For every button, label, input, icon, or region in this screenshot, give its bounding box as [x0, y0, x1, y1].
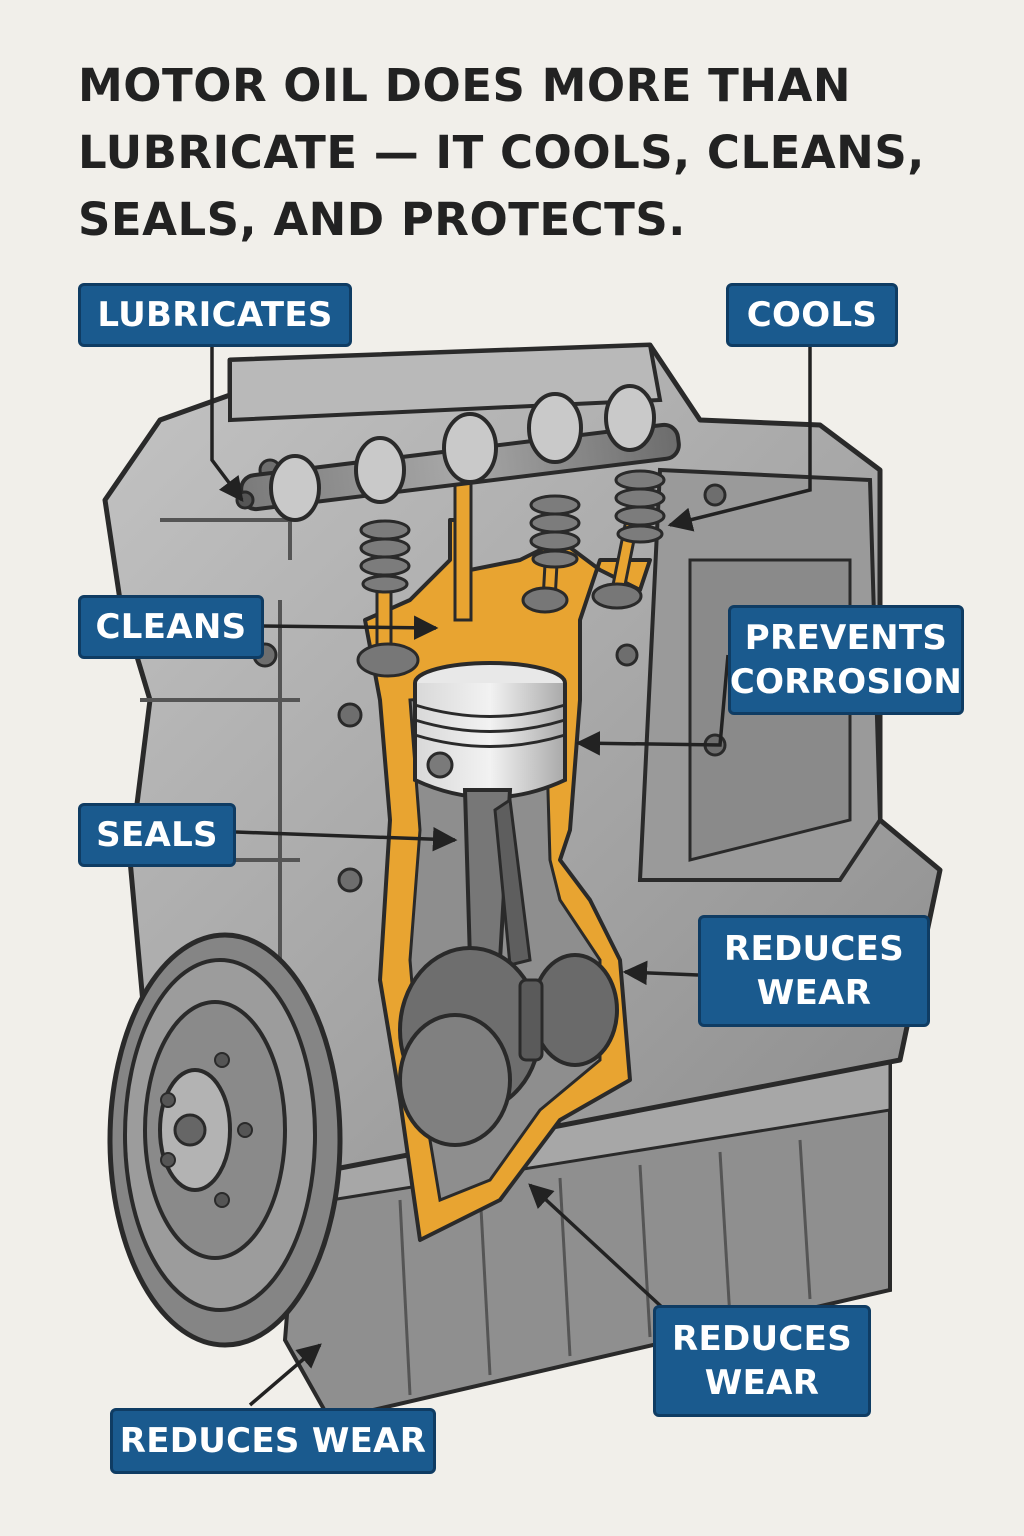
connecting-rod: [462, 788, 532, 967]
label-cools-text: COOLS: [746, 295, 878, 335]
label-seals: SEALS: [78, 803, 236, 867]
label-prevents-corrosion-line2: CORROSION: [729, 662, 963, 702]
leader-lubricates: [210, 345, 244, 502]
label-lubricates-text: LUBRICATES: [97, 295, 333, 335]
crank-pulley: [107, 932, 343, 1348]
label-reduces-wear-right-line1: REDUCES: [723, 929, 904, 969]
leader-prevents-corrosion: [575, 654, 730, 756]
label-prevents-corrosion: PREVENTS CORROSION: [728, 605, 964, 715]
valve-springs: [359, 469, 666, 594]
label-reduces-wear-left-text: REDUCES WEAR: [119, 1421, 427, 1461]
label-cleans-text: CLEANS: [95, 607, 247, 647]
leader-seals: [235, 826, 458, 852]
leader-cools: [667, 345, 812, 532]
label-lubricates: LUBRICATES: [78, 283, 352, 347]
leader-cleans: [261, 615, 439, 640]
page-title: MOTOR OIL DOES MORE THAN LUBRICATE — IT …: [78, 52, 958, 253]
leader-reduces-wear-left: [248, 1343, 322, 1407]
label-reduces-wear-right: REDUCES WEAR: [698, 915, 930, 1027]
leader-lines: [210, 345, 812, 1407]
piston: [413, 661, 567, 800]
label-reduces-wear-bottom-line2: WEAR: [704, 1363, 820, 1403]
camshaft: [235, 384, 681, 522]
title-line-3: SEALS, AND PROTECTS.: [78, 193, 686, 246]
label-reduces-wear-right-line2: WEAR: [756, 973, 872, 1013]
label-reduces-wear-left: REDUCES WEAR: [110, 1408, 436, 1474]
leader-reduces-wear-right: [622, 960, 699, 986]
leader-reduces-wear-bottom: [528, 1183, 667, 1312]
title-line-2: LUBRICATE — IT COOLS, CLEANS,: [78, 126, 925, 179]
label-prevents-corrosion-line1: PREVENTS: [744, 618, 948, 658]
label-reduces-wear-bottom: REDUCES WEAR: [653, 1305, 871, 1417]
label-cleans: CLEANS: [78, 595, 264, 659]
label-reduces-wear-bottom-line1: REDUCES: [671, 1319, 852, 1359]
label-cools: COOLS: [726, 283, 898, 347]
label-seals-text: SEALS: [96, 815, 218, 855]
valve-ports: [356, 582, 643, 678]
crankshaft: [398, 946, 619, 1147]
title-line-1: MOTOR OIL DOES MORE THAN: [78, 59, 852, 112]
